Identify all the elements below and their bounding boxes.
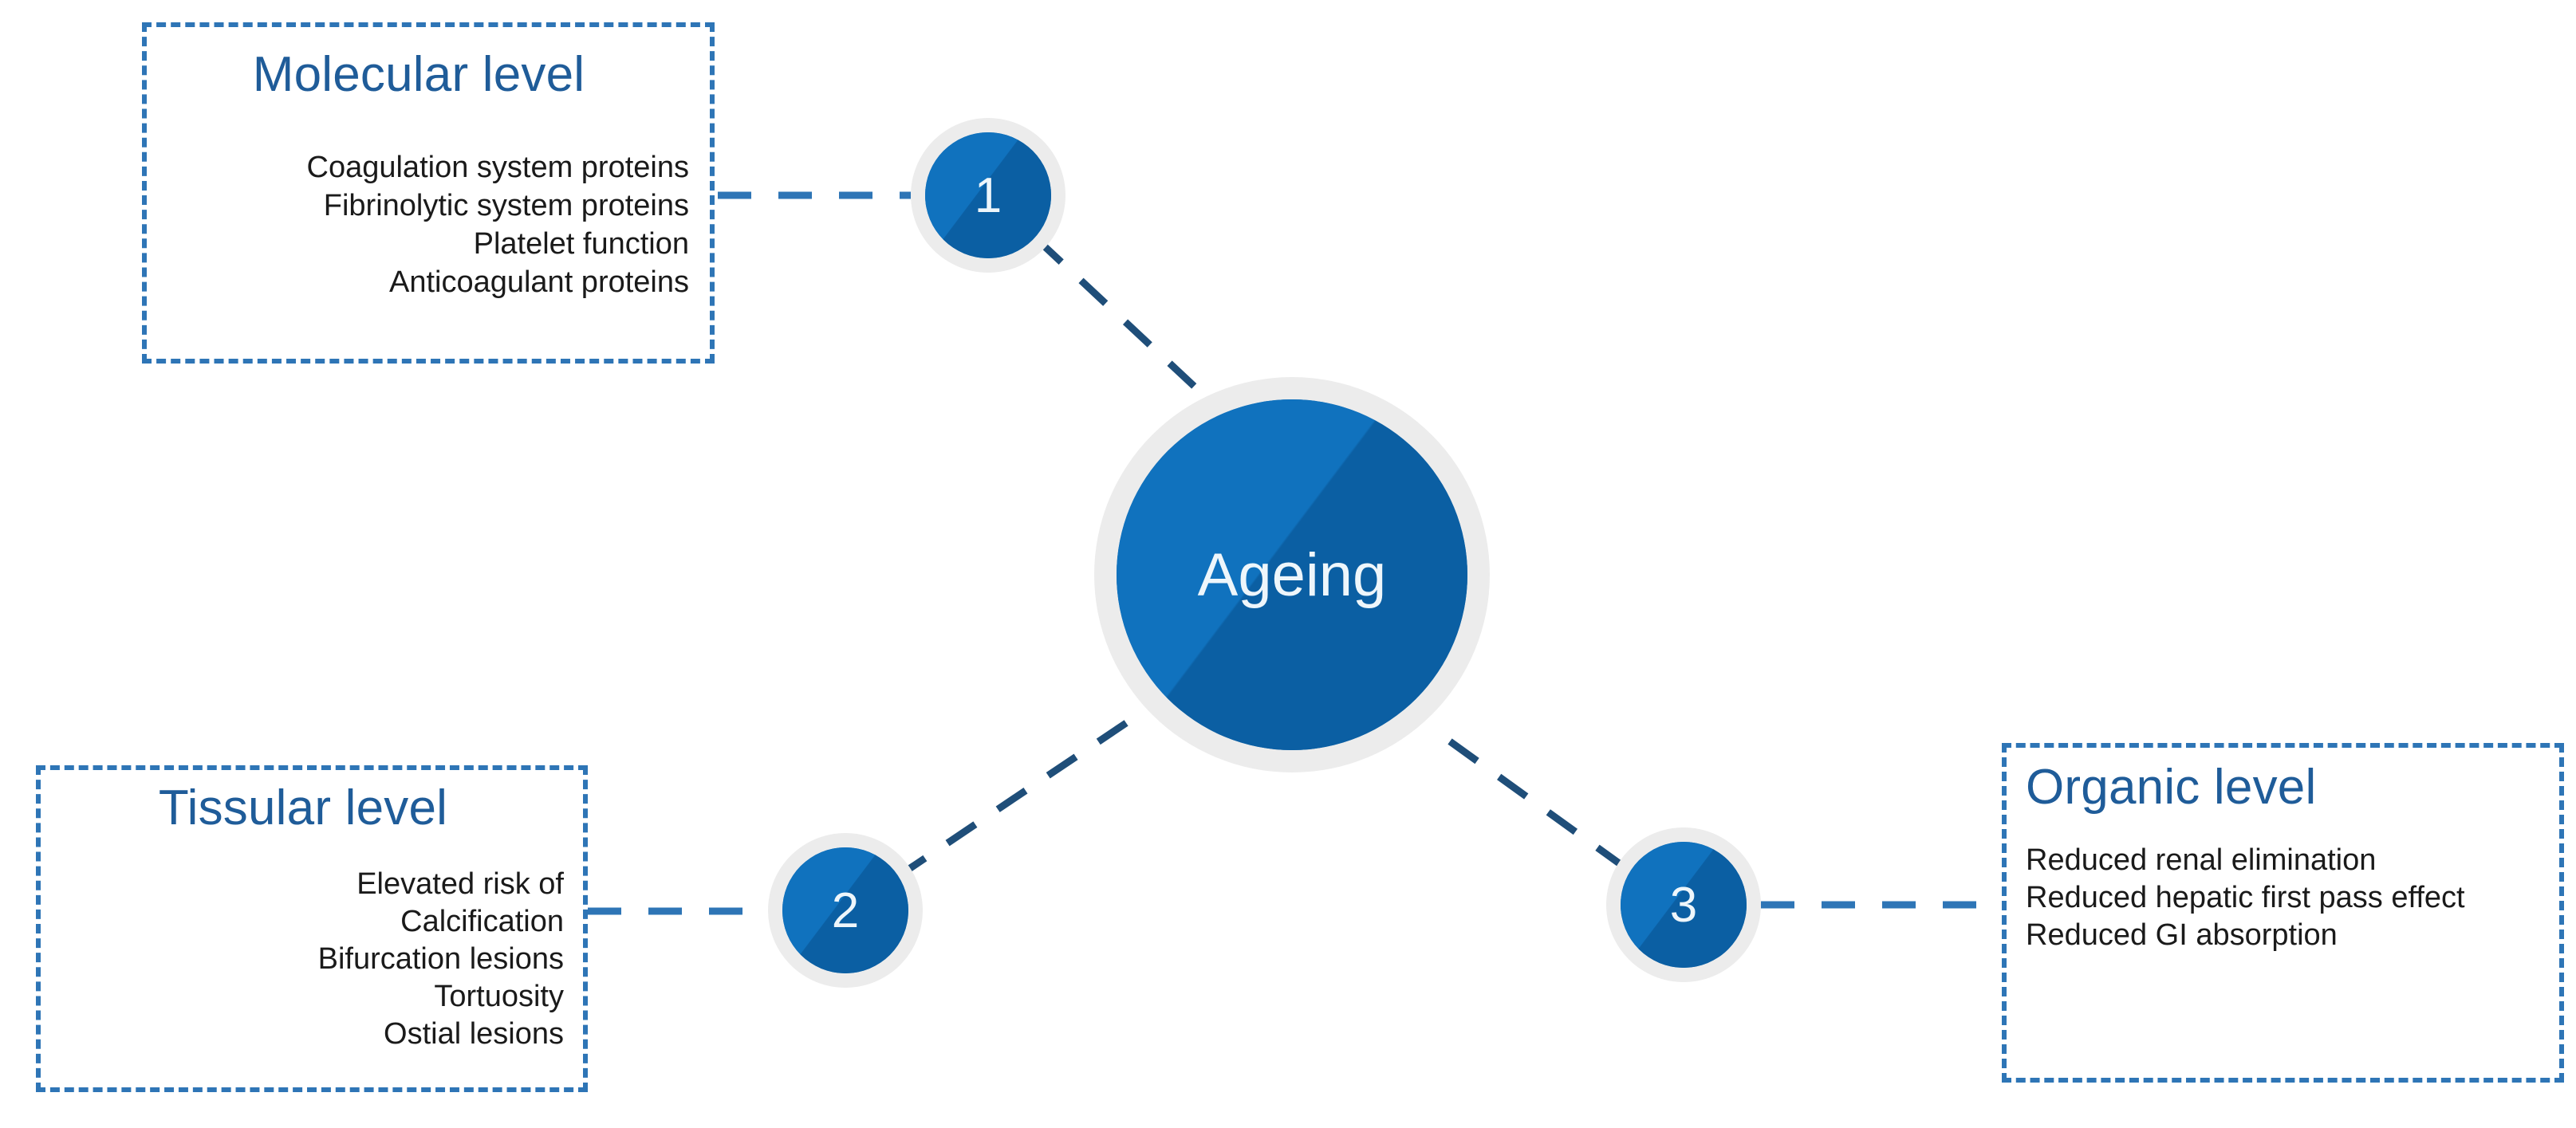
node-1: 1 [911,118,1065,273]
list-item: Reduced hepatic first pass effect [2026,881,2465,914]
info-box-organic: Organic level Reduced renal elimination … [2002,743,2564,1083]
list-item: Ostial lesions [384,1017,564,1051]
node-1-label: 1 [974,167,1002,223]
center-node-disc: Ageing [1117,399,1467,750]
list-item: Bifurcation lesions [317,942,564,976]
node-2-label: 2 [831,882,860,938]
list-item: Reduced renal elimination [2026,843,2377,877]
node-1-disc: 1 [925,132,1051,258]
list-item: Elevated risk of [356,867,564,901]
center-node-ageing: Ageing [1094,377,1490,772]
list-item: Anticoagulant proteins [388,265,689,299]
box-list-organic: Reduced renal elimination Reduced hepati… [2026,842,2465,954]
list-item: Reduced GI absorption [2026,918,2338,952]
node-3-disc: 3 [1621,842,1747,968]
info-box-tissular: Tissular level Elevated risk of Calcific… [36,765,588,1092]
connector-node2-to-center [895,718,1131,880]
box-list-molecular: Coagulation system proteins Fibrinolytic… [307,148,689,301]
connector-node1-to-center [1034,236,1223,414]
box-title-organic: Organic level [2026,760,2317,815]
info-box-molecular: Molecular level Coagulation system prote… [142,22,715,364]
box-list-tissular: Elevated risk of Calcification Bifurcati… [318,866,564,1053]
node-3-label: 3 [1669,877,1698,933]
box-title-molecular: Molecular level [252,47,585,102]
node-2: 2 [768,833,923,988]
node-3: 3 [1606,827,1761,982]
list-item: Coagulation system proteins [306,151,689,184]
connector-center-to-node3 [1448,738,1629,872]
node-2-disc: 2 [782,847,908,973]
list-item: Fibrinolytic system proteins [323,189,689,222]
list-item: Calcification [400,905,564,938]
box-title-tissular: Tissular level [158,780,448,835]
list-item: Tortuosity [434,980,564,1013]
center-node-label: Ageing [1197,540,1387,609]
list-item: Platelet function [473,227,689,261]
